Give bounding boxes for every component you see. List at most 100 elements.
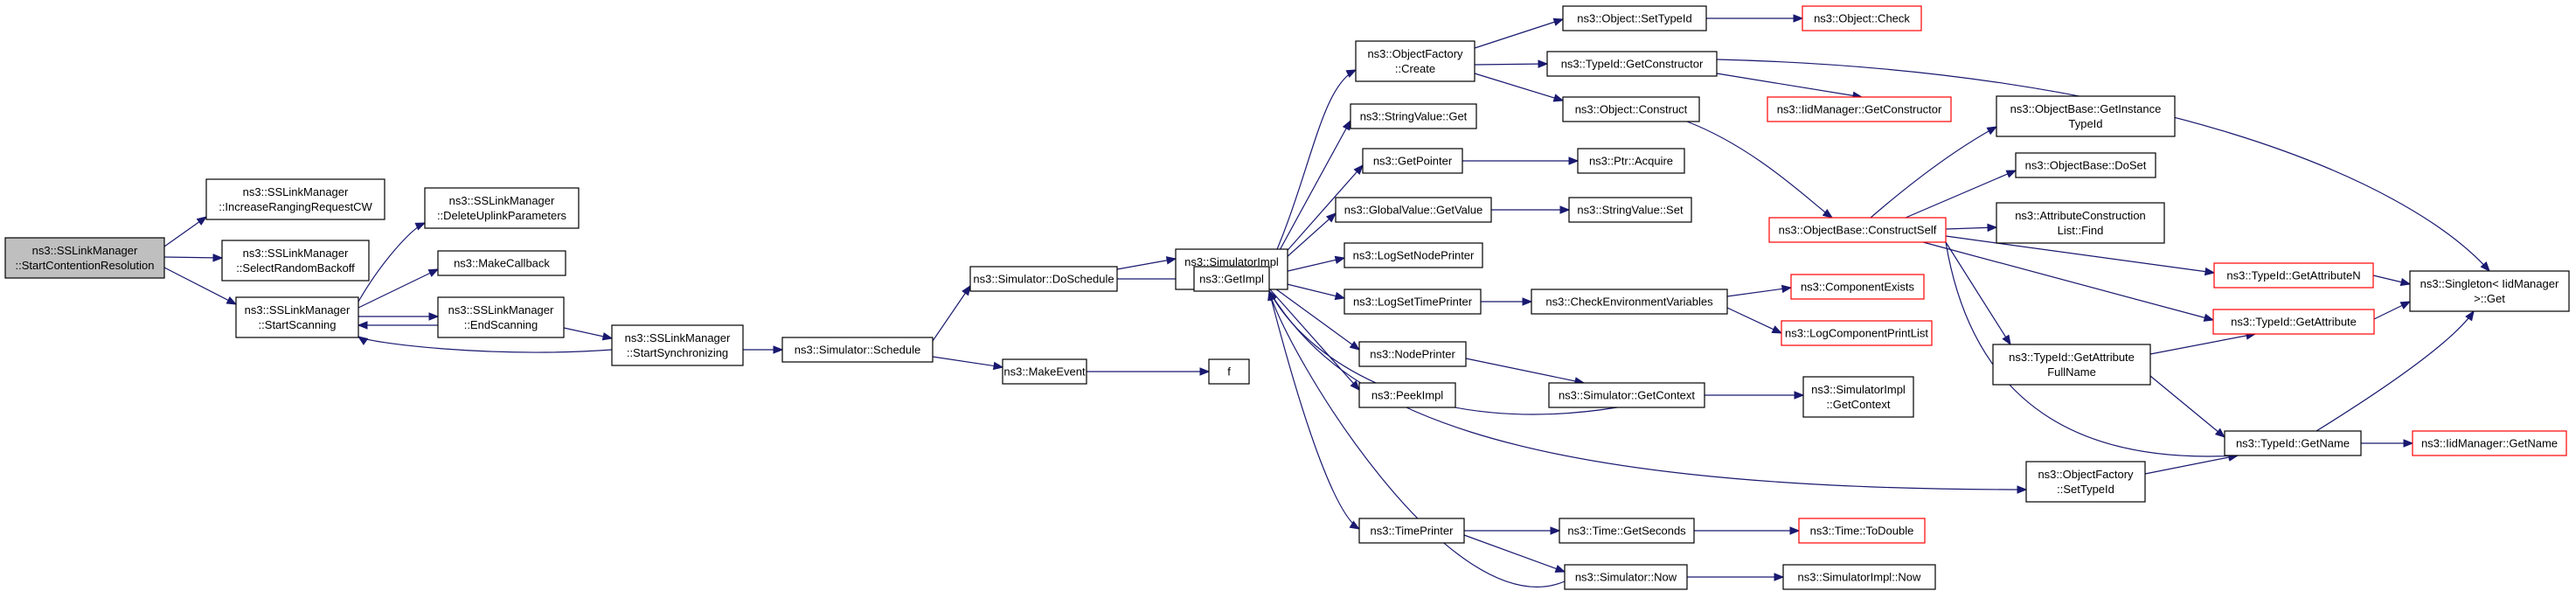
node-label-line: ns3::SimulatorImpl::Now [1798,571,1921,584]
node-objcheck[interactable]: ns3::Object::Check [1802,5,1922,31]
node-label-line: ::IncreaseRangingRequestCW [219,200,372,213]
node-box [2025,461,2146,503]
node-simgetctx[interactable]: ns3::Simulator::GetContext [1548,382,1705,408]
node-label-line: ns3::SSLinkManager [243,247,349,260]
node-label-line: ns3::GlobalValue::GetValue [1344,204,1483,217]
node-label-line: ns3::SSLinkManager [448,303,554,316]
node-getptr[interactable]: ns3::GetPointer [1362,148,1463,174]
node-ofsettid[interactable]: ns3::ObjectFactory::SetTypeId [2025,461,2146,503]
node-lsnp[interactable]: ns3::LogSetNodePrinter [1344,242,1483,268]
node-compexists[interactable]: ns3::ComponentExists [1790,274,1925,300]
node-inc[interactable]: ns3::SSLinkManager::IncreaseRangingReque… [205,178,385,220]
node-obdoset[interactable]: ns3::ObjectBase::DoSet [2015,152,2156,178]
node-timetd[interactable]: ns3::Time::ToDouble [1798,518,1926,544]
edge-getimpl-to-tp [1268,290,1361,530]
node-iidgn[interactable]: ns3::IidManager::GetName [2412,430,2567,456]
node-box [1002,358,1087,385]
node-svset[interactable]: ns3::StringValue::Set [1568,197,1692,223]
node-ptracq[interactable]: ns3::Ptr::Acquire [1577,148,1685,174]
edge-root-to-inc [163,216,208,247]
node-tidgn[interactable]: ns3::TypeId::GetName [2224,430,2362,456]
node-label-line: ns3::ObjectFactory [1367,47,1463,60]
node-cev[interactable]: ns3::CheckEnvironmentVariables [1531,289,1728,315]
node-box [1548,382,1705,408]
node-np[interactable]: ns3::NodePrinter [1358,341,1467,367]
node-box [1350,103,1477,129]
call-edges [163,14,2490,588]
node-getimpl[interactable]: ns3::GetImpl [1193,266,1270,292]
node-simnow[interactable]: ns3::Simulator::Now [1564,564,1688,590]
node-label-line: List::Find [2058,224,2104,237]
edge-objsettid-to-objcheck [1706,14,1804,23]
node-sync[interactable]: ns3::SSLinkManager::StartSynchronizing [611,324,744,366]
node-srb[interactable]: ns3::SSLinkManager::SelectRandomBackoff [221,240,370,282]
node-tidgetctor[interactable]: ns3::TypeId::GetConstructor [1546,51,1718,77]
edge-obcs-to-obgit [1870,126,1998,219]
edge-cev-to-compexists [1726,284,1793,297]
node-obcs[interactable]: ns3::ObjectBase::ConstructSelf [1768,217,1947,243]
node-box [235,296,359,338]
node-box [969,266,1118,292]
edge-tidgetctor-to-singleton [1716,59,2490,273]
node-gvget[interactable]: ns3::GlobalValue::GetValue [1335,197,1492,223]
edge-ss-to-dup [358,222,427,302]
node-box [1344,289,1482,315]
node-tidga[interactable]: ns3::TypeId::GetAttribute [2212,309,2375,335]
edge-dosched-to-simplsched [1116,256,1177,270]
edge-ss-to-mcb [358,268,440,309]
node-box [4,237,165,279]
node-tp[interactable]: ns3::TimePrinter [1358,518,1465,544]
node-sched[interactable]: ns3::Simulator::Schedule [781,337,934,363]
node-lstp[interactable]: ns3::LogSetTimePrinter [1344,289,1482,315]
node-box [1335,197,1492,223]
edge-es-to-sync [563,327,614,341]
node-box [1564,564,1688,590]
edge-tidga-to-singleton [2373,301,2412,320]
node-label-line: ns3::TypeId::GetAttribute [2231,316,2357,329]
node-simplnow[interactable]: ns3::SimulatorImpl::Now [1782,564,1936,590]
node-label-line: ns3::AttributeConstruction [2015,209,2146,222]
node-box [1358,341,1467,367]
node-box [2224,430,2362,456]
edge-tp-to-timegs [1464,526,1561,535]
node-lcpl[interactable]: ns3::LogComponentPrintList [1781,320,1933,346]
node-es[interactable]: ns3::SSLinkManager::EndScanning [437,296,565,338]
node-box [2213,262,2374,289]
node-objsettid[interactable]: ns3::Object::SetTypeId [1562,5,1707,31]
node-timegs[interactable]: ns3::Time::GetSeconds [1559,518,1695,544]
node-label-line: ns3::Simulator::Now [1575,571,1677,584]
edge-ofcreate-to-objsettid [1474,17,1565,49]
node-simplgetctx[interactable]: ns3::SimulatorImpl::GetContext [1802,376,1914,418]
node-svget[interactable]: ns3::StringValue::Get [1350,103,1477,129]
node-mkev[interactable]: ns3::MakeEvent [1002,358,1087,385]
edge-tidgn-to-iidgn [2361,439,2414,448]
edge-getimpl-to-ofsettid [1268,290,2028,494]
node-box [205,178,385,220]
node-label-line: ns3::LogSetTimePrinter [1353,296,1473,309]
node-objconstruct[interactable]: ns3::Object::Construct [1562,96,1700,122]
node-tidgan[interactable]: ns3::TypeId::GetAttributeN [2213,262,2374,289]
node-f[interactable]: f [1208,358,1250,385]
node-mcb[interactable]: ns3::MakeCallback [437,250,566,276]
node-ofcreate[interactable]: ns3::ObjectFactory::Create [1355,40,1475,82]
node-label-line: ::Create [1395,62,1435,75]
node-singleton[interactable]: ns3::Singleton< IidManager>::Get [2409,270,2570,312]
node-box [1768,217,1947,243]
node-label-line: ns3::StringValue::Set [1577,204,1684,217]
node-box [1208,358,1250,385]
node-box [1562,96,1700,122]
node-ss[interactable]: ns3::SSLinkManager::StartScanning [235,296,359,338]
node-iidgetctor[interactable]: ns3::IidManager::GetConstructor [1767,96,1952,122]
node-label-line: ns3::Time::GetSeconds [1567,525,1686,538]
edge-simnow-to-simplnow [1687,573,1785,581]
node-label-line: ns3::TypeId::GetAttribute [2009,351,2135,364]
node-label-line: ns3::Time::ToDouble [1810,525,1914,538]
node-peek[interactable]: ns3::PeekImpl [1358,382,1456,408]
edge-ofcreate-to-objconstruct [1474,73,1565,102]
edge-getimpl-to-svget [1268,119,1351,270]
node-dosched[interactable]: ns3::Simulator::DoSchedule [969,266,1118,292]
node-dup[interactable]: ns3::SSLinkManager::DeleteUplinkParamete… [424,187,580,229]
